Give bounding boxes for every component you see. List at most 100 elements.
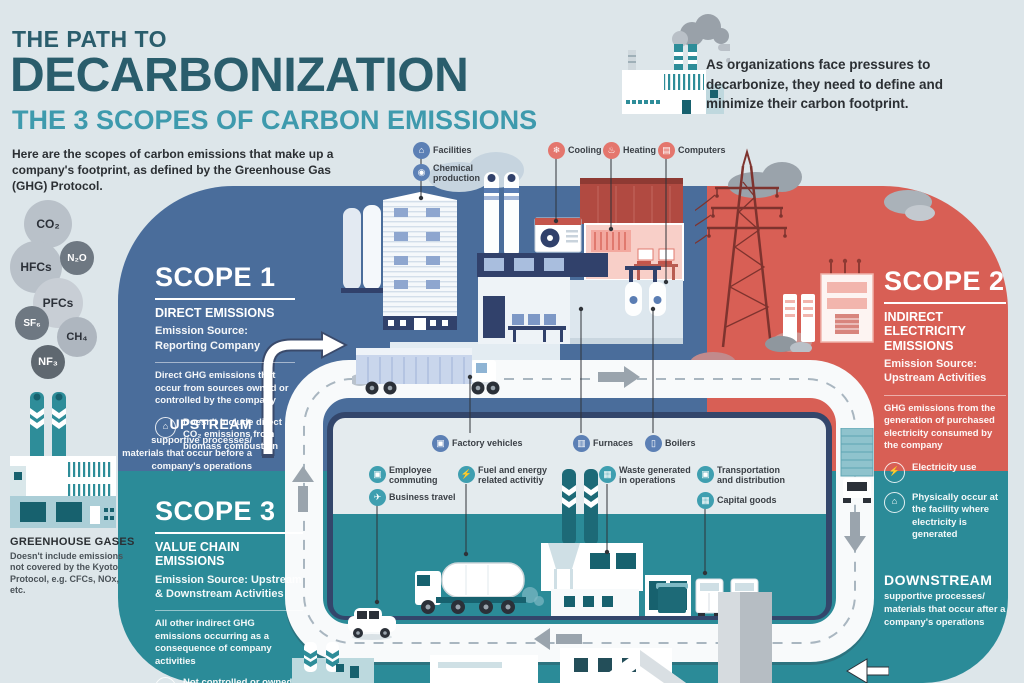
business-travel-label: Business travel	[389, 492, 456, 502]
white-chevron-arrow	[594, 650, 686, 683]
divider	[155, 532, 303, 534]
scope2-type: INDIRECT ELECTRICITY EMISSIONS	[884, 310, 966, 353]
scope2-bullet: ⌂ Physically occur at the facility where…	[884, 491, 1006, 541]
downstream-note: DOWNSTREAM supportive processes/ materia…	[884, 572, 1010, 629]
arrow-up-head	[292, 466, 314, 482]
factory-vehicles-label: Factory vehicles	[452, 438, 523, 448]
divider	[155, 610, 303, 612]
upstream-note: UPSTREAM supportive processes/ materials…	[120, 416, 252, 473]
chemical-production-icon: ◉	[413, 164, 430, 181]
title-kicker: THE PATH TO	[12, 26, 167, 52]
waste-label: Waste generated in operations	[619, 465, 691, 486]
divider	[155, 361, 295, 363]
car-illustration	[348, 608, 396, 640]
computers-icon: ▤	[658, 142, 675, 159]
heating-label: Heating	[623, 145, 657, 155]
upstream-title: UPSTREAM	[169, 416, 252, 432]
arrow-right-icon	[598, 372, 624, 382]
scope3-heading: SCOPE 3	[155, 496, 276, 526]
scope2-panel: SCOPE 2 INDIRECT ELECTRICITY EMISSIONS E…	[884, 266, 1006, 541]
scope1-heading: SCOPE 1	[155, 262, 276, 292]
upstream-text: supportive processes/ materials that occ…	[122, 435, 252, 472]
facilities-icon: ⌂	[413, 142, 430, 159]
arrow-up-icon	[298, 486, 308, 512]
cloud	[905, 205, 935, 221]
scope3-buildings-illustration	[415, 469, 759, 616]
arrow-down-icon	[850, 512, 860, 536]
arrow-left-icon	[556, 634, 582, 644]
gas-bubble-sf6: SF₆	[15, 306, 49, 340]
page-title: DECARBONIZATION	[10, 49, 469, 102]
scope3-description: All other indirect GHG emissions occurri…	[155, 618, 272, 667]
title-lede: Here are the scopes of carbon emissions …	[12, 147, 334, 194]
gas-bubble-n2o: N₂O	[60, 241, 94, 275]
cooling-label: Cooling	[568, 145, 602, 155]
scope1-type: DIRECT EMISSIONS	[155, 306, 275, 320]
scope1-panel: SCOPE 1 DIRECT EMISSIONS Emission Source…	[155, 262, 295, 454]
bottom-factory-illustration	[292, 642, 374, 683]
divider	[884, 302, 1006, 304]
arrow-down-head	[844, 536, 866, 552]
scope3-panel: SCOPE 3 VALUE CHAIN EMISSIONS Emission S…	[155, 496, 303, 683]
capital-goods-label: Capital goods	[717, 495, 777, 505]
box-truck-illustration	[352, 348, 500, 395]
transportation-label: Transportation and distribution	[717, 465, 785, 486]
greenhouse-factory-illustration	[10, 392, 116, 528]
greenhouse-caption: GREENHOUSE GASES	[10, 536, 135, 548]
fuel-energy-label: Fuel and energy related activitiy	[478, 465, 548, 486]
factory-vehicles-icon: ▣	[432, 435, 449, 452]
heating-icon: ♨	[603, 142, 620, 159]
bottom-building	[430, 655, 538, 683]
employee-commuting-icon: ▣	[369, 466, 386, 483]
downstream-text: supportive processes/ materials that occ…	[884, 591, 1006, 628]
upstream-arrow-icon	[261, 331, 348, 458]
title-subtitle: THE 3 SCOPES OF CARBON EMISSIONS	[12, 105, 538, 135]
arrow-right-head	[624, 366, 640, 388]
greenhouse-note: Doesn't include emissions not covered by…	[10, 551, 124, 595]
waste-icon: ▦	[599, 466, 616, 483]
scope3-type: VALUE CHAIN EMISSIONS	[155, 540, 240, 569]
scope2-heading: SCOPE 2	[884, 266, 1005, 296]
cooling-icon: ❄	[548, 142, 565, 159]
gas-bubble-nf3: NF₃	[31, 345, 65, 379]
arrow-left-head	[534, 628, 550, 650]
furnaces-label: Furnaces	[593, 438, 634, 448]
capital-goods-icon: ▦	[697, 492, 714, 509]
scope1-bullet: ⌂ Doesn't include direct CO₂ emissions f…	[155, 416, 295, 454]
intro-text: As organizations face pressures to decar…	[706, 57, 944, 112]
scope3-bullet: ☁ Not controlled or owned by the company	[155, 677, 303, 683]
employee-commuting-label: Employee commuting	[389, 465, 438, 486]
gas-bubble-ch4: CH₄	[57, 317, 97, 357]
computers-label: Computers	[678, 145, 726, 155]
gray-column	[718, 592, 772, 683]
plug-icon: ⚡	[884, 461, 905, 483]
chemical-production-label: Chemical production	[433, 163, 480, 184]
gas-bubble-co2: CO₂	[24, 200, 72, 248]
transportation-icon: ▣	[697, 466, 714, 483]
divider	[155, 298, 295, 300]
inner-panel-light	[333, 418, 826, 514]
furnaces-icon: ▥	[573, 435, 590, 452]
scope3-source: Emission Source: Upstream & Downstream A…	[155, 573, 302, 601]
scope2-description: GHG emissions from the generation of pur…	[884, 402, 996, 452]
factory-icon: ⌂	[884, 491, 905, 513]
intro-factory-illustration	[622, 14, 730, 114]
scope1-source: Emission Source: Reporting Company	[155, 325, 261, 352]
scope2-source: Emission Source: Upstream Activities	[884, 358, 987, 385]
downstream-title: DOWNSTREAM	[884, 572, 993, 588]
transmission-tower-illustration	[695, 148, 874, 352]
facilities-label: Facilities	[433, 145, 472, 155]
business-travel-icon: ✈	[369, 489, 386, 506]
boilers-label: Boilers	[665, 438, 696, 448]
divider	[884, 394, 1006, 396]
outline-arrow-left-icon	[846, 658, 889, 683]
cloud-icon: ☁	[155, 677, 176, 683]
factory-icon: ⌂	[155, 416, 176, 438]
gas-bubble-pfcs: PFCs	[33, 278, 83, 328]
boilers-icon: ▯	[645, 435, 662, 452]
scope1-description: Direct GHG emissions that occur from sou…	[155, 369, 289, 407]
fuel-energy-icon: ⚡	[458, 466, 475, 483]
scope2-bullet: ⚡ Electricity use	[884, 461, 1006, 483]
